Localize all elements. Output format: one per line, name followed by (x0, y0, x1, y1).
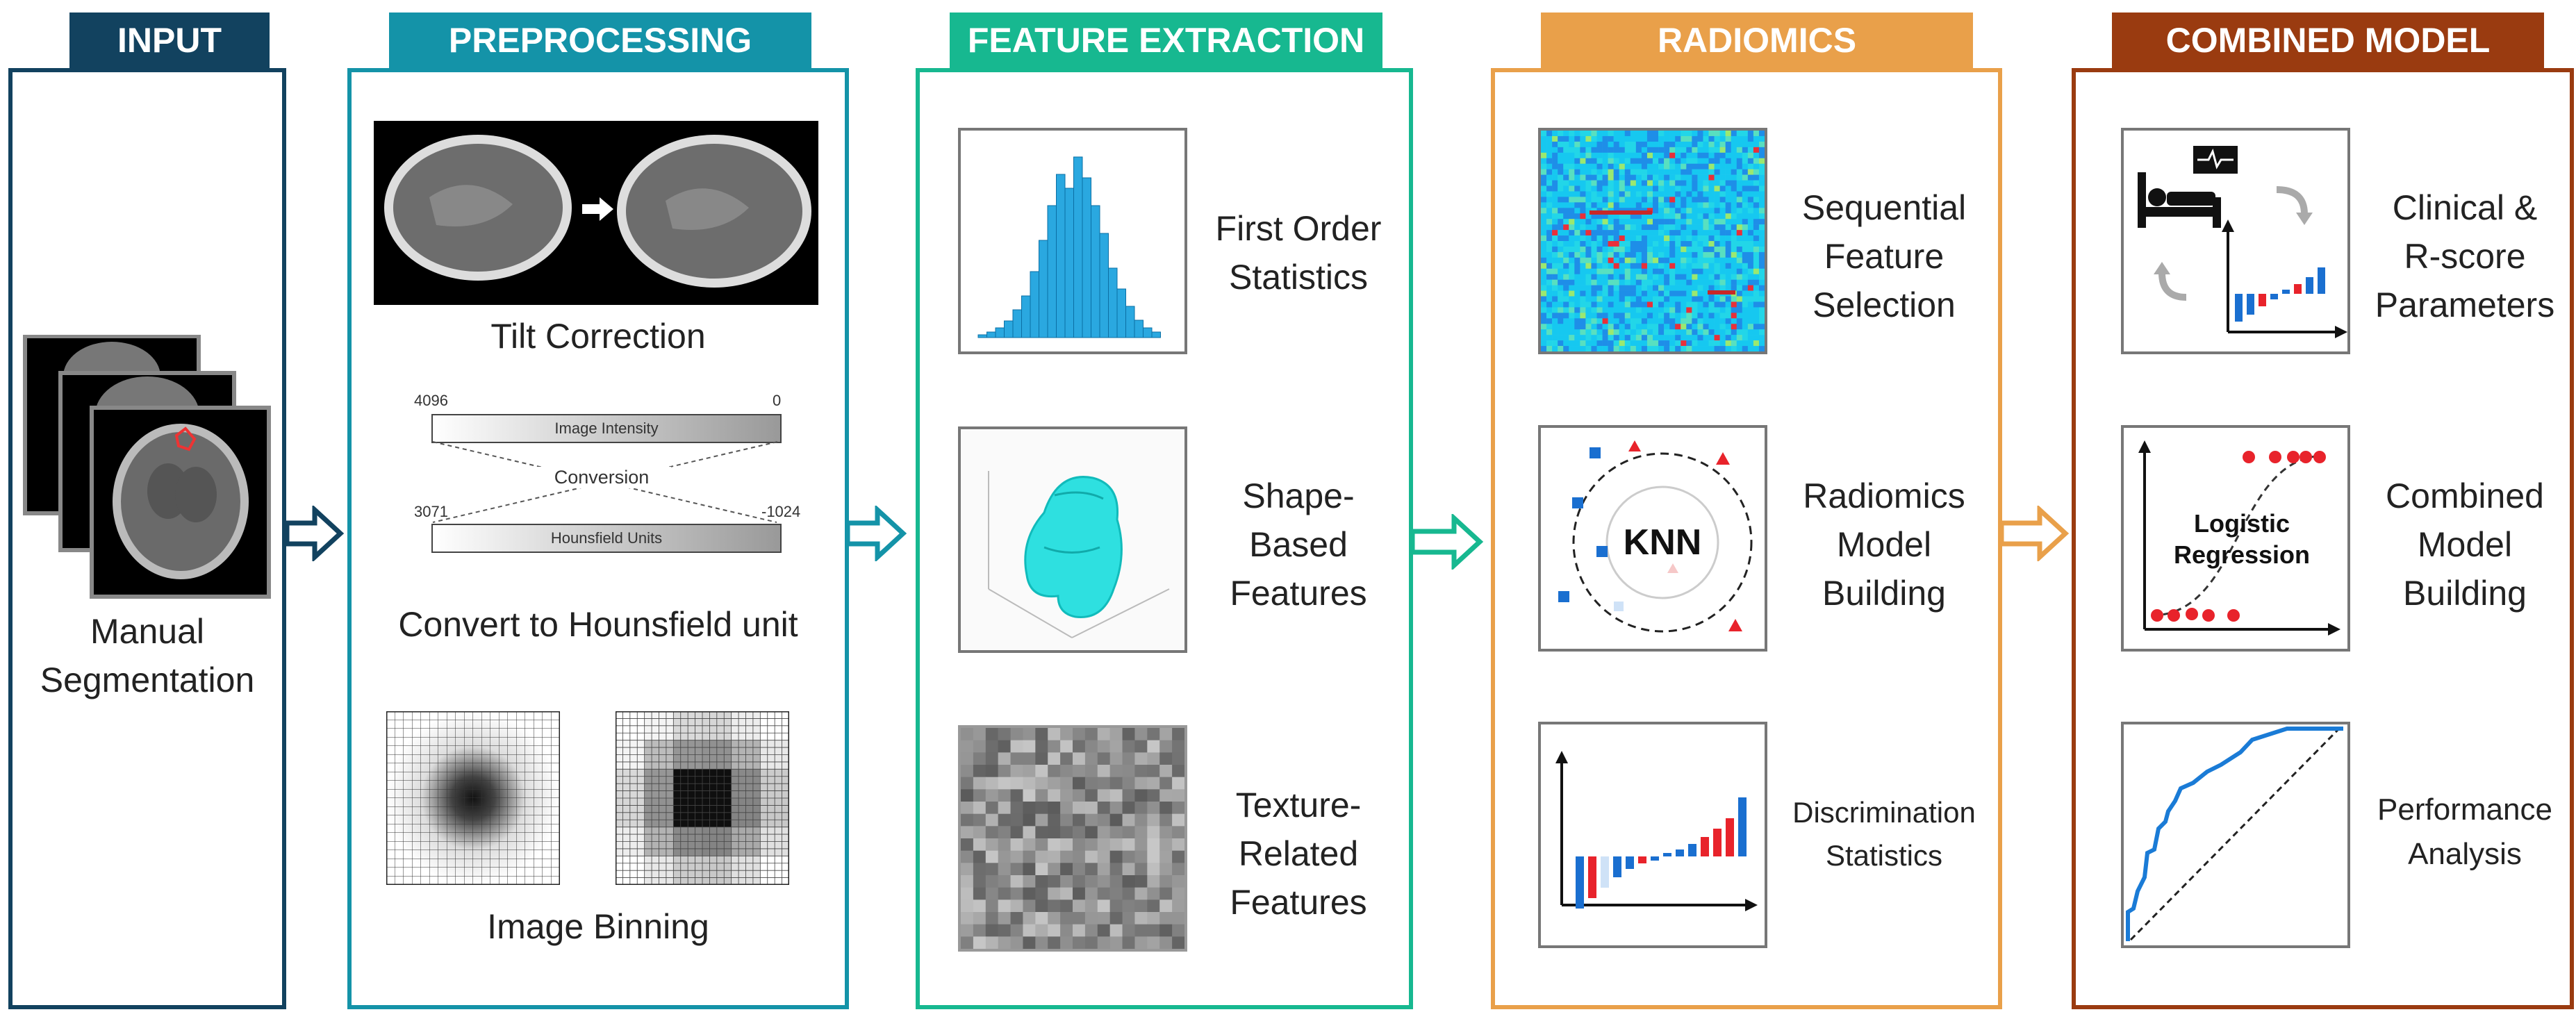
input-caption: Manual Segmentation (40, 612, 255, 699)
knn-diagram: KNN (1538, 425, 1767, 652)
arrow-feature-to-radiomics (1410, 514, 1484, 570)
histogram-bar (1030, 271, 1039, 338)
hu-min: -1024 (761, 503, 801, 520)
histogram-bar (1082, 177, 1091, 338)
histogram-bar (1004, 320, 1014, 338)
shape-3d-image (958, 426, 1187, 653)
histogram-image (958, 128, 1187, 354)
clinical-parameters-image (2121, 128, 2350, 354)
radiomics-panel: Sequential Feature Selection KNN Radiomi… (1491, 68, 2002, 1009)
preprocessing-header: PREPROCESSING (389, 13, 811, 68)
tilt-correction-image (374, 121, 818, 305)
radiomics-header: RADIOMICS (1541, 13, 1973, 68)
arrow-input-to-preprocessing (284, 506, 345, 561)
roc-curve-chart (2121, 722, 2350, 948)
histogram-bar (1064, 188, 1074, 338)
hounsfield-label: Convert to Hounsfield unit (398, 605, 798, 644)
histogram-bar (1143, 327, 1153, 338)
performance-label: Performance Analysis (2377, 793, 2552, 871)
histogram-bar (1134, 320, 1143, 338)
histogram-bar (1056, 174, 1066, 338)
histogram-bar (1073, 156, 1083, 338)
sequential-selection-label: Sequential Feature Selection (1801, 188, 1967, 324)
binning-grid-fine (386, 711, 560, 885)
ct-scan-stack-icon (23, 335, 271, 599)
arrow-preprocessing-to-feature (845, 506, 907, 561)
logistic-label-2: Regression (2174, 540, 2310, 569)
image-intensity-bar: Image Intensity (431, 414, 782, 443)
first-order-label: First Order Statistics (1215, 209, 1382, 297)
histogram-bar (1099, 233, 1109, 338)
combined-building-label: Combined Model Building (2386, 476, 2544, 613)
shape-label: Shape- Based Features (1230, 476, 1367, 613)
heatmap-image (1538, 128, 1767, 354)
discrimination-chart (1538, 722, 1767, 948)
discrimination-label: Discrimination Statistics (1792, 796, 1976, 872)
hu-max: 3071 (414, 503, 448, 520)
histogram-bar (1039, 240, 1048, 338)
histogram-bar (1116, 288, 1126, 338)
feature-extraction-header: FEATURE EXTRACTION (950, 13, 1382, 68)
clinical-label: Clinical & R-score Parameters (2375, 188, 2555, 324)
combined-model-panel: Clinical & R-score Parameters Logistic R… (2072, 68, 2574, 1009)
histogram-bar (1108, 267, 1118, 338)
histogram-bar (977, 334, 987, 338)
binning-grid-coarse (616, 711, 789, 885)
knn-label: KNN (1624, 522, 1702, 563)
logistic-regression-chart: Logistic Regression (2121, 425, 2350, 652)
feature-extraction-panel: First Order Statistics Shape- Based Feat… (916, 68, 1413, 1009)
intensity-max: 4096 (414, 392, 448, 409)
histogram-bar (995, 327, 1005, 338)
tilt-correction-label: Tilt Correction (490, 317, 706, 356)
histogram-bar (986, 331, 996, 338)
histogram-bar (1012, 309, 1022, 338)
radiomics-model-label: Radiomics Model Building (1803, 476, 1965, 613)
conversion-diagram: 4096 0 Image Intensity Conversion 3071 -… (379, 392, 824, 586)
combined-model-header: COMBINED MODEL (2112, 13, 2544, 68)
histogram-bar (1021, 295, 1031, 338)
arrow-radiomics-to-combined (1999, 506, 2070, 561)
histogram-bar (1151, 331, 1161, 338)
preprocessing-panel: Tilt Correction 4096 0 Image Intensity C… (347, 68, 849, 1009)
input-panel: Manual Segmentation (8, 68, 286, 1009)
histogram-bar (1125, 306, 1135, 338)
texture-label: Texture- Related Features (1230, 786, 1367, 922)
texture-image (958, 725, 1187, 952)
intensity-min: 0 (773, 392, 782, 409)
histogram-bar (1047, 205, 1057, 338)
conversion-label: Conversion (532, 467, 671, 488)
ct-scan-stack (22, 335, 272, 599)
input-header: INPUT (69, 13, 270, 68)
histogram-bar (1091, 205, 1100, 338)
hounsfield-units-bar: Hounsfield Units (431, 524, 782, 553)
logistic-label-1: Logistic (2194, 509, 2290, 538)
image-binning-label: Image Binning (487, 907, 709, 946)
